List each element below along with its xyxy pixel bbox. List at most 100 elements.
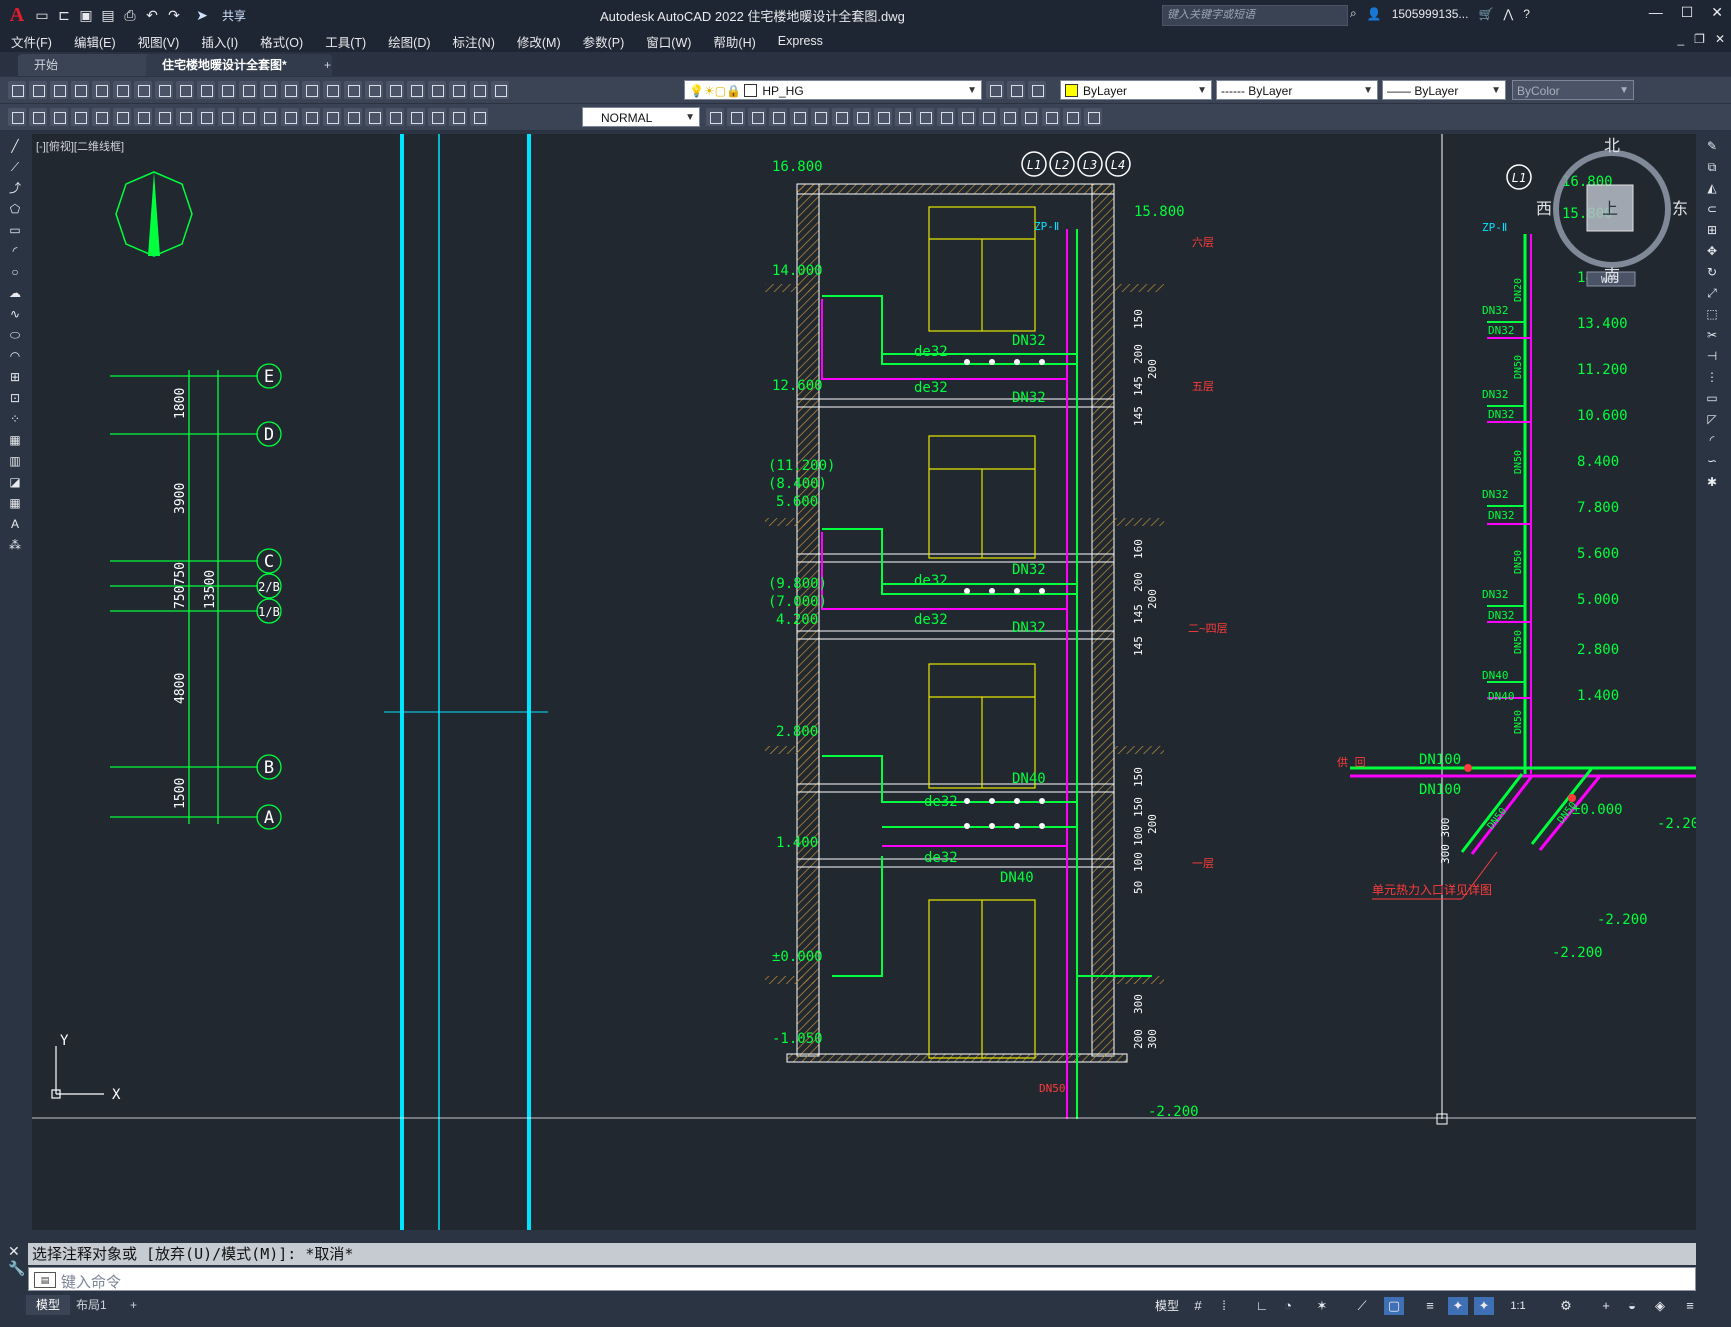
osnap-icon[interactable]: ▢ bbox=[1384, 1297, 1404, 1315]
viewcube-south[interactable]: 南 bbox=[1604, 266, 1620, 285]
publish-icon[interactable] bbox=[113, 81, 131, 99]
isodraft-icon[interactable]: ⟋ bbox=[1357, 1298, 1367, 1313]
modify-icon-2[interactable] bbox=[748, 108, 766, 126]
help-icon[interactable]: ? bbox=[1523, 6, 1530, 21]
annotation-scale[interactable]: 1:1 bbox=[1510, 1300, 1526, 1312]
tool-palettes-icon[interactable] bbox=[386, 81, 404, 99]
modify-icon-18[interactable] bbox=[1084, 108, 1102, 126]
tab-layout1[interactable]: 布局1 bbox=[76, 1298, 107, 1312]
undo-icon[interactable] bbox=[218, 81, 236, 99]
trim-icon[interactable]: ✂ bbox=[1706, 328, 1718, 342]
undo-icon[interactable]: ↶ bbox=[146, 7, 158, 23]
share-button[interactable]: 共享 bbox=[222, 8, 247, 23]
menu-modify[interactable]: 修改(M) bbox=[516, 35, 561, 50]
insert-block-icon[interactable]: ⊞ bbox=[9, 370, 21, 384]
join-icon[interactable]: ▭ bbox=[1706, 391, 1718, 405]
quick-dim-icon[interactable] bbox=[239, 108, 257, 126]
dim-icon-2[interactable] bbox=[29, 108, 47, 126]
make-block-icon[interactable]: ⊡ bbox=[9, 391, 21, 405]
arc-icon[interactable]: ◜ bbox=[12, 244, 18, 258]
polygon-icon[interactable]: ⬠ bbox=[9, 202, 21, 216]
dim-icon-3[interactable] bbox=[50, 108, 68, 126]
modify-icon-9[interactable] bbox=[895, 108, 913, 126]
share-icon[interactable]: ➤ bbox=[196, 7, 208, 23]
workspace-gear-icon[interactable]: ⚙ bbox=[1560, 1298, 1572, 1313]
modify-icon-1[interactable] bbox=[727, 108, 745, 126]
color-dropdown[interactable]: ByLayer▼ bbox=[1060, 80, 1212, 100]
region-icon[interactable]: ◪ bbox=[9, 475, 21, 489]
menu-window[interactable]: 窗口(W) bbox=[646, 35, 692, 50]
viewcube-north[interactable]: 北 bbox=[1604, 136, 1620, 155]
menu-tools[interactable]: 工具(T) bbox=[325, 35, 367, 50]
qnew-icon[interactable] bbox=[8, 81, 26, 99]
autocad-logo-icon[interactable]: A bbox=[9, 3, 25, 26]
doc-minimize-button[interactable]: _ bbox=[1677, 32, 1685, 46]
menu-help[interactable]: 帮助(H) bbox=[713, 35, 756, 50]
search-icon[interactable]: ⌕ bbox=[1350, 6, 1357, 20]
stretch-icon[interactable]: ⬚ bbox=[1706, 307, 1718, 321]
layer-states-icon[interactable] bbox=[1028, 81, 1046, 99]
maximize-button[interactable]: ☐ bbox=[1680, 4, 1694, 20]
properties-icon[interactable] bbox=[344, 81, 362, 99]
rotate-icon[interactable]: ↻ bbox=[1706, 265, 1718, 279]
fillet-icon[interactable]: ◜ bbox=[1709, 433, 1715, 447]
plus-icon[interactable]: + bbox=[1602, 1298, 1610, 1313]
polyline-icon[interactable]: ⤴ bbox=[8, 181, 21, 195]
tab-start[interactable]: 开始 bbox=[18, 54, 168, 76]
dim-space-icon[interactable] bbox=[302, 108, 320, 126]
new-tab-button[interactable]: + bbox=[324, 58, 332, 72]
layer-manager-icon[interactable] bbox=[491, 81, 509, 99]
line-icon[interactable]: ╱ bbox=[11, 139, 19, 153]
modify-icon-15[interactable] bbox=[1021, 108, 1039, 126]
construction-line-icon[interactable]: ⟋ bbox=[10, 160, 20, 174]
dim-update-icon[interactable] bbox=[470, 108, 488, 126]
plot-icon[interactable] bbox=[71, 81, 89, 99]
grid-icon[interactable]: # bbox=[1194, 1298, 1202, 1313]
viewcube-top[interactable]: 上 bbox=[1602, 199, 1618, 218]
layer-previous-icon[interactable] bbox=[1007, 81, 1025, 99]
doc-restore-button[interactable]: ❐ bbox=[1694, 32, 1705, 46]
offset-icon[interactable]: ⊂ bbox=[1706, 202, 1718, 216]
calculator-icon[interactable] bbox=[449, 81, 467, 99]
annotation-icon[interactable]: ✦ bbox=[1448, 1297, 1468, 1315]
close-button[interactable]: ✕ bbox=[1711, 4, 1723, 20]
save-icon[interactable] bbox=[50, 81, 68, 99]
pan-icon[interactable] bbox=[260, 81, 278, 99]
command-input[interactable]: ▤ 键入命令 bbox=[28, 1267, 1696, 1291]
cut-icon[interactable] bbox=[134, 81, 152, 99]
circle-icon[interactable]: ○ bbox=[11, 265, 19, 279]
break-icon[interactable]: ⋮ bbox=[1706, 370, 1718, 384]
dim-baseline-icon[interactable] bbox=[260, 108, 278, 126]
layer-dropdown[interactable]: 💡☀▢🔒 HP_HG▼ bbox=[684, 80, 982, 100]
ellipse-arc-icon[interactable]: ◠ bbox=[9, 349, 21, 363]
dim-icon-1[interactable] bbox=[8, 108, 26, 126]
polar-icon[interactable]: ◔ bbox=[1284, 1298, 1292, 1313]
lineweight-dropdown[interactable]: —— ByLayer▼ bbox=[1382, 80, 1506, 100]
menu-view[interactable]: 视图(V) bbox=[137, 35, 180, 50]
revcloud-icon[interactable]: ☁ bbox=[9, 286, 21, 300]
modify-icon-8[interactable] bbox=[874, 108, 892, 126]
zoom-previous-icon[interactable] bbox=[323, 81, 341, 99]
dim-text-edit-icon[interactable] bbox=[449, 108, 467, 126]
modify-icon-5[interactable] bbox=[811, 108, 829, 126]
make-current-icon[interactable] bbox=[986, 81, 1004, 99]
move-icon[interactable]: ✥ bbox=[1706, 244, 1718, 258]
extend-icon[interactable]: ⊣ bbox=[1706, 349, 1718, 363]
linetype-dropdown[interactable]: ------ ByLayer▼ bbox=[1216, 80, 1378, 100]
open-icon[interactable] bbox=[29, 81, 47, 99]
modify-icon-17[interactable] bbox=[1063, 108, 1081, 126]
modify-icon-13[interactable] bbox=[979, 108, 997, 126]
menu-express[interactable]: Express bbox=[777, 34, 823, 48]
gradient-icon[interactable]: ▥ bbox=[9, 454, 21, 468]
osnap-tracking-icon[interactable]: ✶ bbox=[1316, 1298, 1328, 1313]
plot-icon[interactable]: ⎙ bbox=[124, 7, 136, 23]
dim-radius-icon[interactable] bbox=[155, 108, 173, 126]
zoom-window-icon[interactable] bbox=[302, 81, 320, 99]
drawing-area[interactable]: [-][俯视][二维线框] E bbox=[32, 134, 1696, 1230]
close-icon[interactable]: ✕ bbox=[8, 1243, 20, 1259]
menu-parametric[interactable]: 参数(P) bbox=[582, 35, 625, 50]
add-selected-icon[interactable]: ⁂ bbox=[9, 538, 21, 552]
modify-icon-4[interactable] bbox=[790, 108, 808, 126]
menu-draw[interactable]: 绘图(D) bbox=[388, 35, 431, 50]
hardware-accel-icon[interactable]: ◈ bbox=[1655, 1298, 1665, 1313]
